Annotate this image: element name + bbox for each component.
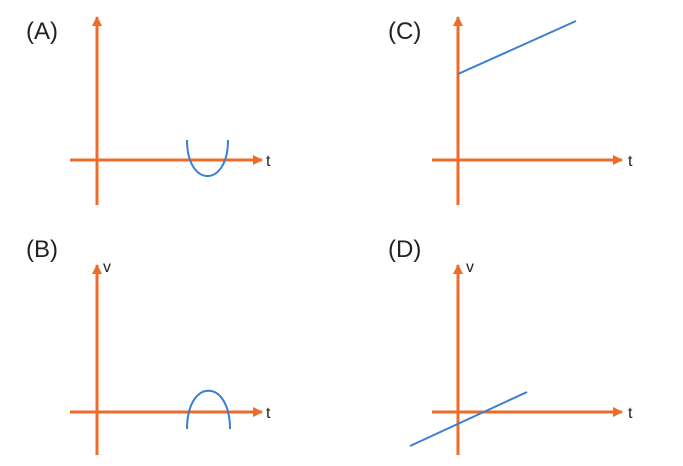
- panel-c-x-axis-label: t: [628, 153, 633, 170]
- panel-c: (C) t: [388, 16, 633, 205]
- panel-d-x-axis-label: t: [628, 405, 633, 422]
- panel-a: (A) t: [26, 16, 271, 205]
- panel-d-label: (D): [388, 236, 421, 263]
- panel-a-curve: [186, 139, 229, 177]
- panel-b-label: (B): [26, 236, 58, 263]
- panel-a-x-axis-label: t: [266, 153, 271, 170]
- panel-b: (B) v t: [26, 236, 271, 455]
- panel-d-y-axis-label: v: [466, 259, 474, 276]
- panel-b-x-axis-label: t: [266, 405, 271, 422]
- panel-d-line: [409, 391, 528, 447]
- panel-d: (D) v t: [388, 236, 633, 455]
- panel-c-line: [457, 20, 577, 75]
- panel-b-curve: [186, 389, 231, 430]
- panel-b-y-axis-label: v: [103, 259, 111, 276]
- panel-a-label: (A): [26, 18, 58, 45]
- panel-c-label: (C): [388, 18, 421, 45]
